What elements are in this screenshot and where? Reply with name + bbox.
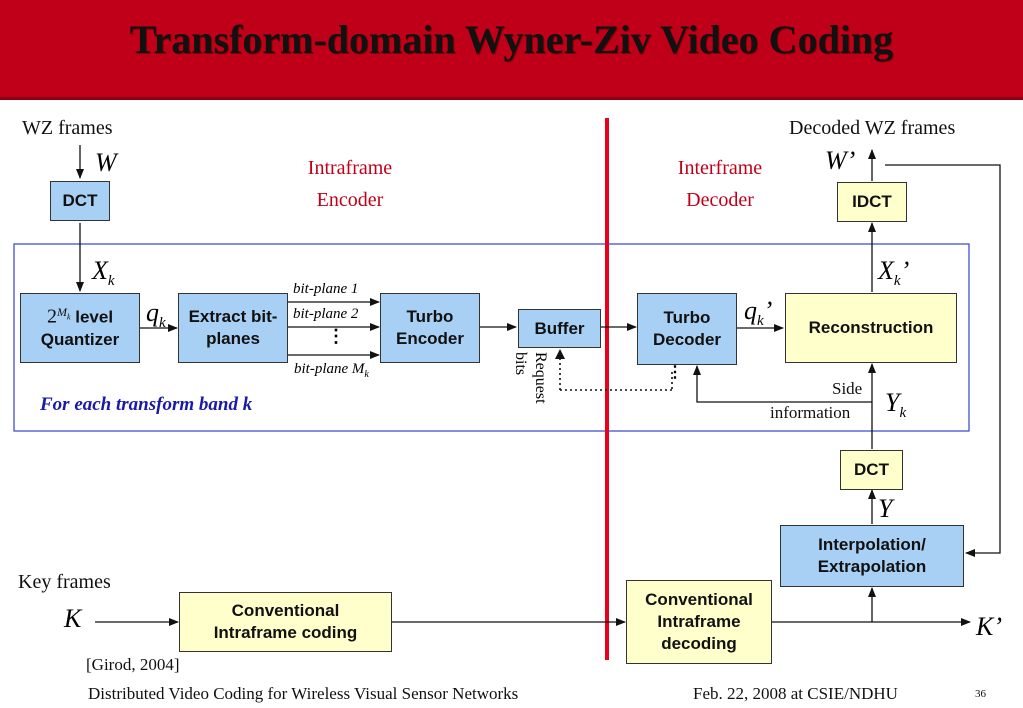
var-xk-base: X [92, 256, 108, 285]
var-xk-prime-mark: ’ [900, 256, 910, 285]
intraframe-encoder-line-2: Encoder [316, 189, 384, 211]
var-yk-base: Y [885, 388, 900, 417]
interframe-decoder-line-2: Decoder [686, 189, 754, 211]
decoded-wz-frames-label: Decoded WZ frames [789, 117, 956, 139]
request-bits-line-1: Request [532, 352, 549, 404]
bitplane-m-label: bit-plane Mk [294, 361, 369, 380]
var-qk-prime-base: q [744, 296, 757, 325]
request-bits-text: Request bits [510, 352, 550, 404]
turbo-encoder-line-2: Encoder [395, 329, 465, 348]
request-bits-label: Request bits [510, 352, 550, 422]
var-qk-prime-sub: k [757, 313, 764, 330]
transform-band-frame [13, 243, 970, 432]
quantizer-line-1: 2Mk level [47, 305, 113, 329]
var-qk-prime: qk’ [744, 296, 772, 330]
arrow-feedback-to-interp [885, 164, 1001, 557]
band-note: For each transform band k [40, 394, 253, 415]
quantizer-box: 2Mk level Quantizer [20, 293, 140, 363]
intraframe-encoder-heading: Intraframe Encoder [280, 152, 420, 216]
request-arrowhead [555, 349, 565, 359]
dct-decoder-box: DCT [840, 450, 903, 490]
decoder-vdots: ⋮ [667, 364, 683, 381]
interpolation-line-1: Interpolation/ [818, 535, 926, 554]
title-bar [0, 0, 1023, 100]
bitplane-m-text: bit-plane M [294, 361, 365, 377]
turbo-encoder-line-1: Turbo [406, 307, 454, 326]
quantizer-sup-sub: k [66, 312, 71, 322]
idct-box: IDCT [837, 182, 907, 222]
bitplane-m-sub: k [364, 369, 369, 380]
var-y: Y [878, 494, 893, 523]
quantizer-sup-m: M [56, 305, 67, 320]
turbo-encoder-box: Turbo Encoder [380, 293, 480, 363]
extract-bitplanes-box: Extract bit- planes [178, 293, 288, 363]
turbo-decoder-line-2: Decoder [652, 330, 722, 349]
conv-enc-line-1: Conventional [231, 601, 340, 620]
buffer-box: Buffer [518, 309, 601, 348]
reconstruction-box: Reconstruction [785, 293, 957, 363]
var-xk-prime-sub: k [893, 273, 901, 290]
bitplane-2-label: bit-plane 2 [293, 306, 359, 322]
var-xk-prime: Xk’ [878, 256, 909, 290]
quantizer-base: 2 [46, 305, 57, 328]
conv-dec-line-3: decoding [661, 634, 737, 653]
turbo-decoder-box: Turbo Decoder [637, 293, 737, 365]
intraframe-encoder-line-1: Intraframe [307, 157, 393, 179]
slide-title: Transform-domain Wyner-Ziv Video Coding [129, 17, 894, 62]
side-info-line-2: information [770, 403, 851, 422]
conv-enc-line-2: Intraframe coding [213, 623, 358, 642]
var-xk-prime-base: X [878, 256, 894, 285]
request-bits-line-2: bits [512, 352, 529, 376]
citation: [Girod, 2004] [86, 655, 180, 674]
var-yk-sub: k [899, 405, 907, 422]
quantizer-sup: Mk [56, 305, 71, 322]
bitplane-1-label: bit-plane 1 [293, 281, 359, 297]
var-xk: Xk [92, 256, 115, 290]
conventional-intraframe-decoding-box: Conventional Intraframe decoding [626, 580, 772, 664]
extract-line-1: Extract bit- [188, 307, 278, 326]
var-xk-sub: k [107, 273, 115, 290]
interpolation-line-2: Extrapolation [817, 557, 927, 576]
wz-frames-label: WZ frames [22, 117, 113, 139]
interpolation-box: Interpolation/ Extrapolation [780, 525, 964, 587]
var-qk-prime-mark: ’ [763, 296, 773, 325]
key-frames-label: Key frames [18, 571, 111, 593]
var-w: W [95, 148, 117, 177]
var-qk: qk [146, 298, 166, 332]
interframe-decoder-line-1: Interframe [677, 157, 763, 179]
var-qk-base: q [146, 298, 159, 327]
conventional-intraframe-coding-box: Conventional Intraframe coding [179, 592, 392, 652]
arrow-side-info-to-decoder [693, 365, 872, 403]
footer-left: Distributed Video Coding for Wireless Vi… [88, 684, 519, 703]
dct-encoder-box: DCT [50, 181, 110, 221]
page-number: 36 [975, 688, 986, 700]
var-yk: Yk [885, 388, 906, 422]
conv-dec-line-1: Conventional [645, 590, 753, 609]
var-k: K [64, 604, 82, 633]
var-qk-sub: k [159, 315, 166, 332]
var-k-prime: K’ [976, 612, 1002, 641]
quantizer-line-2: Quantizer [40, 329, 120, 349]
side-info-line-1: Side [832, 379, 863, 398]
extract-line-2: planes [206, 329, 260, 348]
var-w-prime: W’ [825, 146, 856, 175]
conv-dec-line-2: Intraframe [657, 612, 741, 631]
bitplane-vdots: ⋮ [327, 326, 345, 346]
turbo-decoder-line-1: Turbo [663, 308, 711, 327]
interframe-decoder-heading: Interframe Decoder [650, 152, 790, 216]
footer-right: Feb. 22, 2008 at CSIE/NDHU [693, 684, 898, 703]
quantizer-level: level [75, 307, 114, 327]
